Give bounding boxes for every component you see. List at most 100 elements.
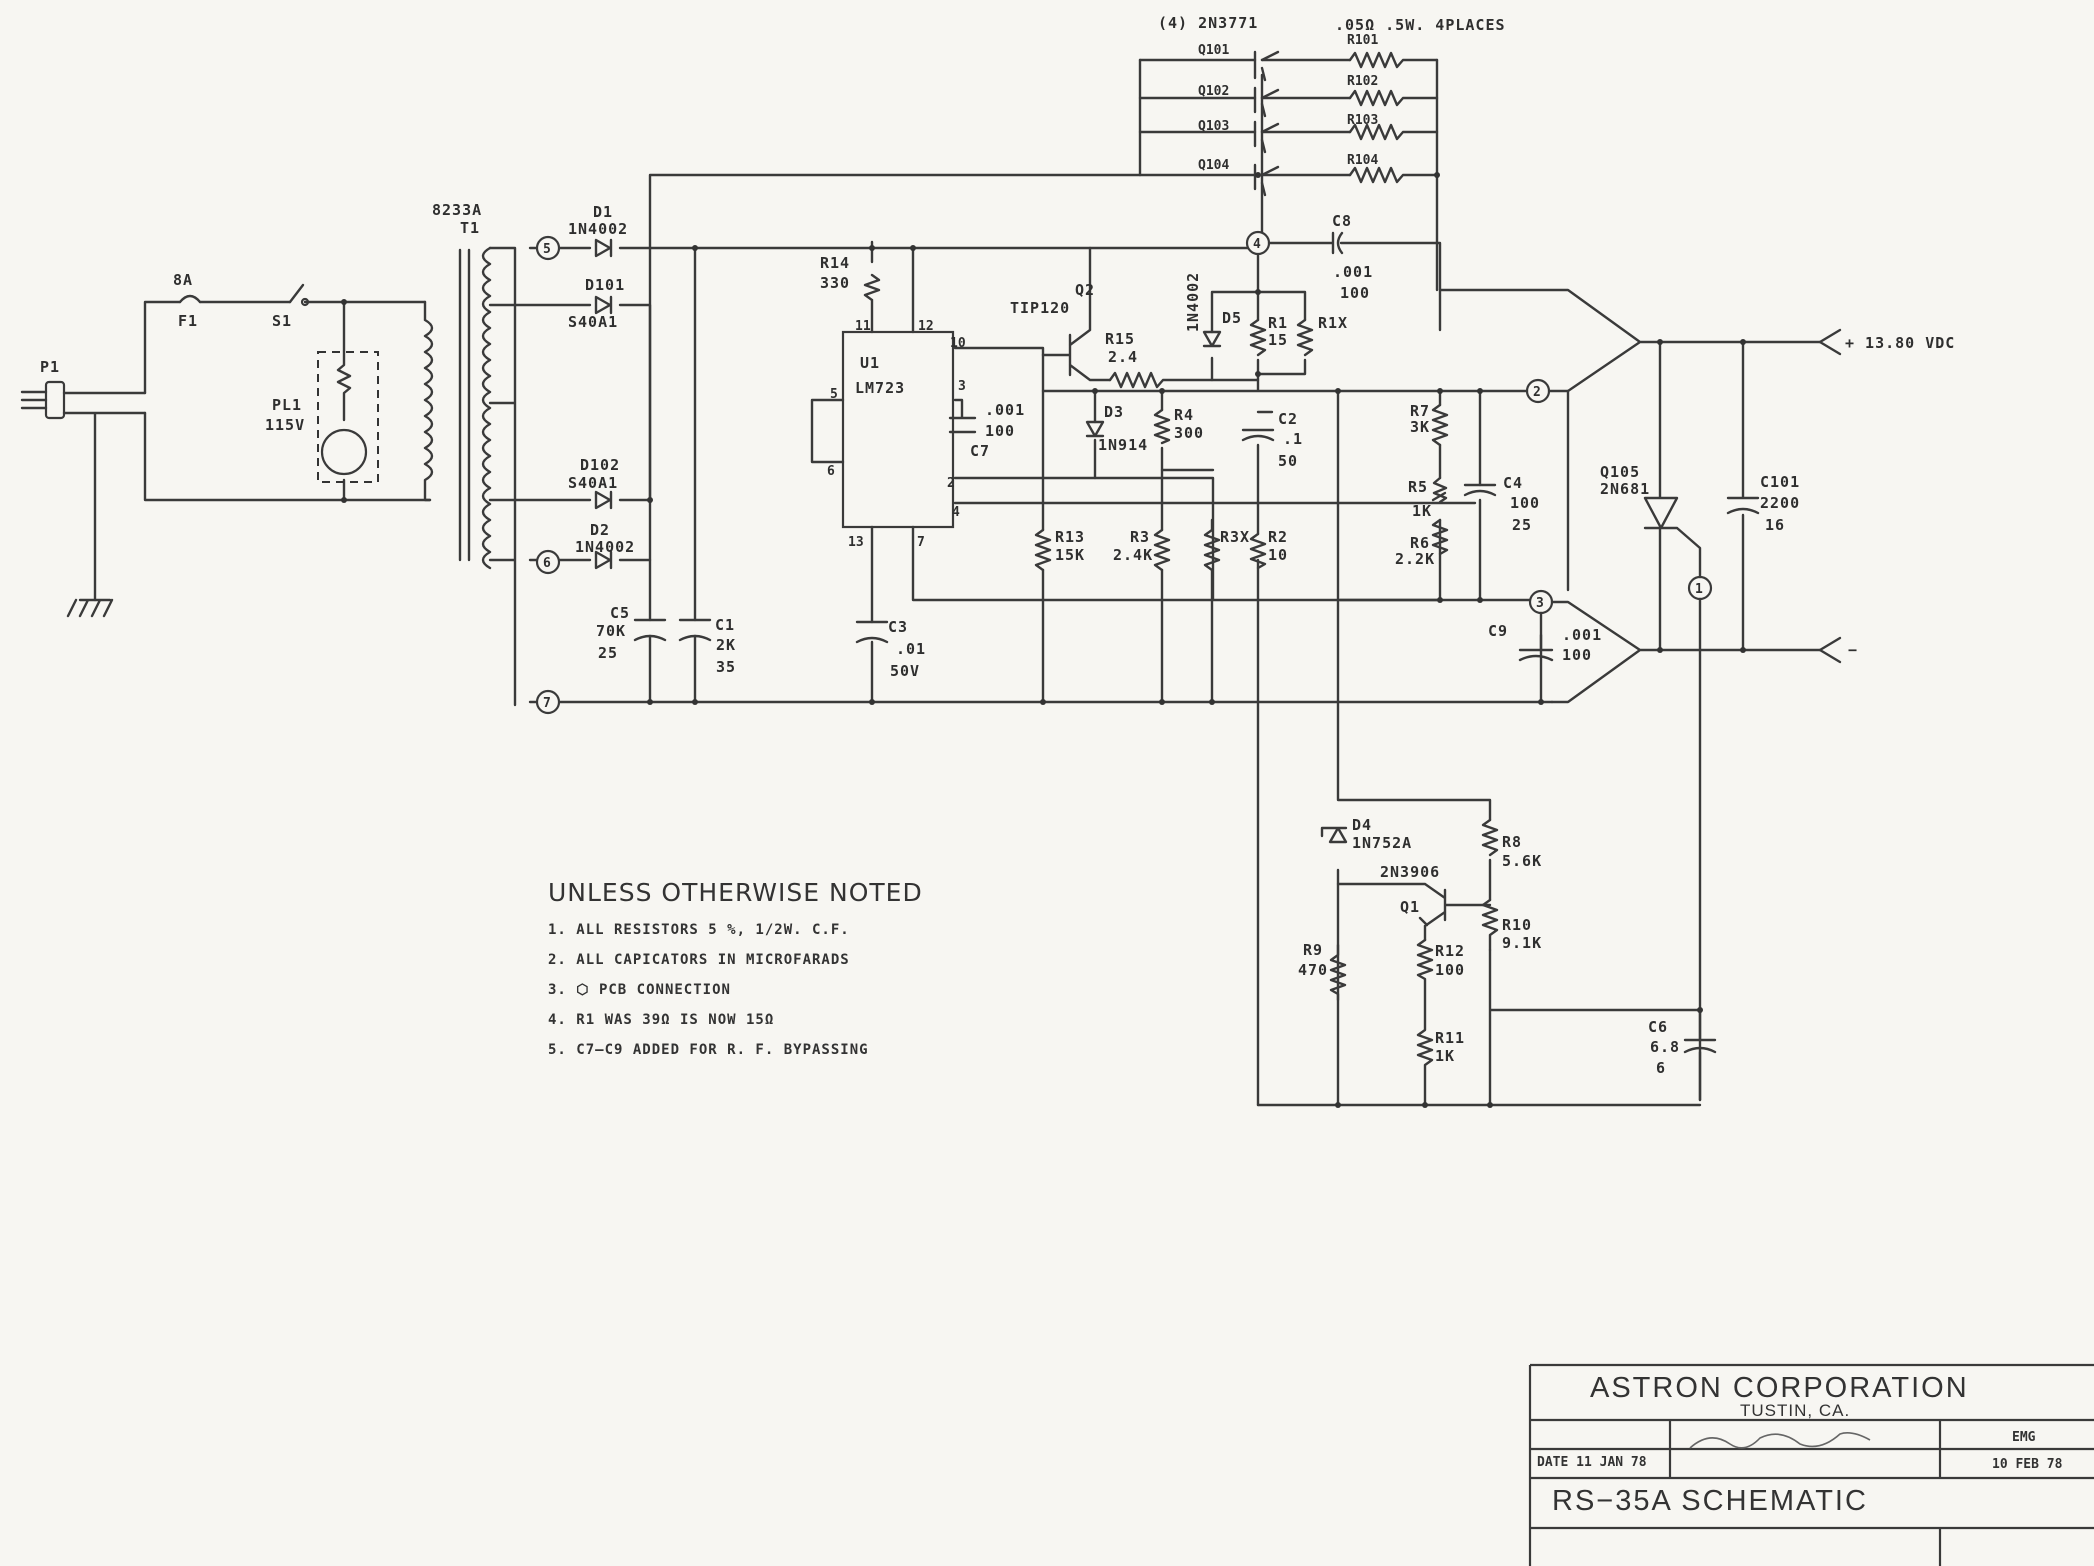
zener-d4	[1320, 826, 1348, 844]
label-q-array: (4) 2N3771	[1158, 14, 1258, 32]
crowbar-circuit: D4 1N752A R8 5.6K R10 9.1K 2N3906 Q1 R9 …	[1256, 389, 1717, 1107]
label-r1-val: 15	[1268, 331, 1288, 349]
resistor-r102	[1348, 89, 1439, 107]
cap-c2	[1241, 428, 1275, 442]
adjust-wiring	[1438, 389, 1482, 602]
pin-5: 5	[830, 387, 838, 402]
label-q2: Q2	[1075, 281, 1095, 299]
pin-7: 7	[917, 535, 925, 550]
label-c2-val: .1	[1283, 430, 1303, 448]
label-c9-val: .001	[1562, 626, 1602, 644]
label-r15-val: 2.4	[1108, 348, 1138, 366]
transistor-q104	[1253, 163, 1280, 197]
label-c9-v: 100	[1562, 646, 1592, 664]
label-c4-val: 100	[1510, 494, 1540, 512]
label-c1-val: 2K	[716, 636, 736, 654]
note-5: 5. C7—C9 ADDED FOR R. F. BYPASSING	[548, 1042, 869, 1058]
r14-wiring	[863, 240, 1045, 357]
row-q104: Q104 R104	[1138, 153, 1439, 197]
diode-d102	[594, 490, 613, 510]
label-c8: C8	[1332, 212, 1352, 230]
label-d3: D3	[1104, 403, 1124, 421]
label-c9: C9	[1488, 622, 1508, 640]
regulator: R14 330 U1 LM723 11 12 10 3 2 4 5 6 13 7…	[810, 240, 1477, 704]
label-s1: S1	[272, 312, 292, 330]
row-q102: Q102 R102	[1138, 74, 1439, 118]
output-pos-bus	[1438, 288, 1822, 393]
pin-10: 10	[950, 336, 966, 351]
row-q103: Q103 R103	[1138, 113, 1439, 154]
pcb-nodes: 5 6 7 4 2 3 1	[535, 230, 1713, 715]
rectifiers: D1 1N4002 D101 S40A1 D102 S40A1 D2 1N400…	[568, 203, 634, 570]
label-r2-val: 10	[1268, 546, 1288, 564]
cap-c7	[948, 398, 977, 434]
note-2: 2. ALL CAPICATORS IN MICROFARADS	[548, 952, 850, 968]
cap-c6	[1683, 1008, 1717, 1102]
label-r1: R1	[1268, 314, 1288, 332]
ground-symbol	[66, 598, 114, 618]
sense-network: 1N4002 D5 R1 15 R1X C2 .1 50 C8 .001 100	[1184, 212, 1442, 1107]
primary-loop	[143, 300, 432, 502]
lamp-housing	[317, 351, 379, 483]
resistor-r7	[1431, 403, 1449, 447]
label-r9: R9	[1303, 941, 1323, 959]
lower-resistors: R13 15K R3 2.4K R3X R2 10	[1034, 353, 1288, 704]
diode-d1	[594, 238, 613, 258]
label-r103: R103	[1347, 113, 1378, 128]
label-c101-v: 16	[1765, 516, 1785, 534]
label-t1-part: 8233A	[432, 201, 482, 219]
note-1: 1. ALL RESISTORS 5 %, 1/2W. C.F.	[548, 922, 850, 938]
pin5-6-link	[810, 398, 845, 464]
label-d101: D101	[585, 276, 625, 294]
label-r4: R4	[1174, 406, 1194, 424]
filter-caps: C5 70K 25 C1 2K 35	[596, 173, 1142, 704]
label-c3-v: 50V	[890, 662, 920, 680]
potentiometer-r5	[1431, 476, 1448, 504]
label-r10: R10	[1502, 916, 1532, 934]
title-block: ASTRON CORPORATION TUSTIN, CA. DATE 11 J…	[1528, 1363, 2094, 1566]
notes-block: UNLESS OTHERWISE NOTED 1. ALL RESISTORS …	[548, 878, 923, 1058]
label-q105-part: 2N681	[1600, 480, 1650, 498]
pass-transistor-array: (4) 2N3771 .05Ω .5W. 4PLACES Q101 R101 Q…	[1138, 14, 1505, 292]
label-c5: C5	[610, 604, 630, 622]
output-section: C9 .001 100 Q105 2N681 C101 2200 16 + 13…	[1338, 288, 1954, 1102]
svg-text:1: 1	[1695, 582, 1703, 597]
output-neg-bus	[1338, 598, 1822, 704]
svg-text:6: 6	[543, 556, 551, 571]
fuse-f1	[178, 294, 202, 304]
label-c8-val: .001	[1333, 263, 1373, 281]
label-r3x: R3X	[1220, 528, 1250, 546]
diode-d3	[1085, 420, 1105, 438]
svg-text:4: 4	[1253, 237, 1261, 252]
notes-title: UNLESS OTHERWISE NOTED	[548, 878, 923, 907]
label-c3-val: .01	[896, 640, 926, 658]
resistor-r6	[1431, 518, 1449, 556]
label-r3: R3	[1130, 528, 1150, 546]
label-c8-v: 100	[1340, 284, 1370, 302]
resistor-r9	[1329, 943, 1347, 1002]
approval-signature	[1689, 1432, 1871, 1449]
label-r7-val: 3K	[1410, 418, 1430, 436]
resistor-r1x	[1296, 318, 1314, 357]
label-output-neg: −	[1848, 641, 1858, 659]
transistor-q103	[1253, 120, 1280, 154]
pin-12: 12	[918, 319, 934, 334]
label-u1-part: LM723	[855, 379, 905, 397]
plug-p1	[44, 380, 66, 420]
label-r8-val: 5.6K	[1502, 852, 1542, 870]
label-r7: R7	[1410, 402, 1430, 420]
resistor-r104	[1348, 166, 1439, 184]
resistor-r2	[1249, 532, 1267, 570]
cap-c1	[678, 618, 712, 642]
svg-text:7: 7	[543, 696, 551, 711]
label-d1: D1	[593, 203, 613, 221]
label-t1: T1	[460, 219, 480, 237]
label-p1: P1	[40, 358, 60, 376]
label-q102: Q102	[1198, 84, 1229, 99]
diode-d101	[594, 295, 613, 315]
label-c101-val: 2200	[1760, 494, 1800, 512]
label-r12: R12	[1435, 942, 1465, 960]
label-d5: D5	[1222, 309, 1242, 327]
label-f1-rating: 8A	[173, 271, 193, 289]
cap-c9	[1518, 633, 1554, 662]
